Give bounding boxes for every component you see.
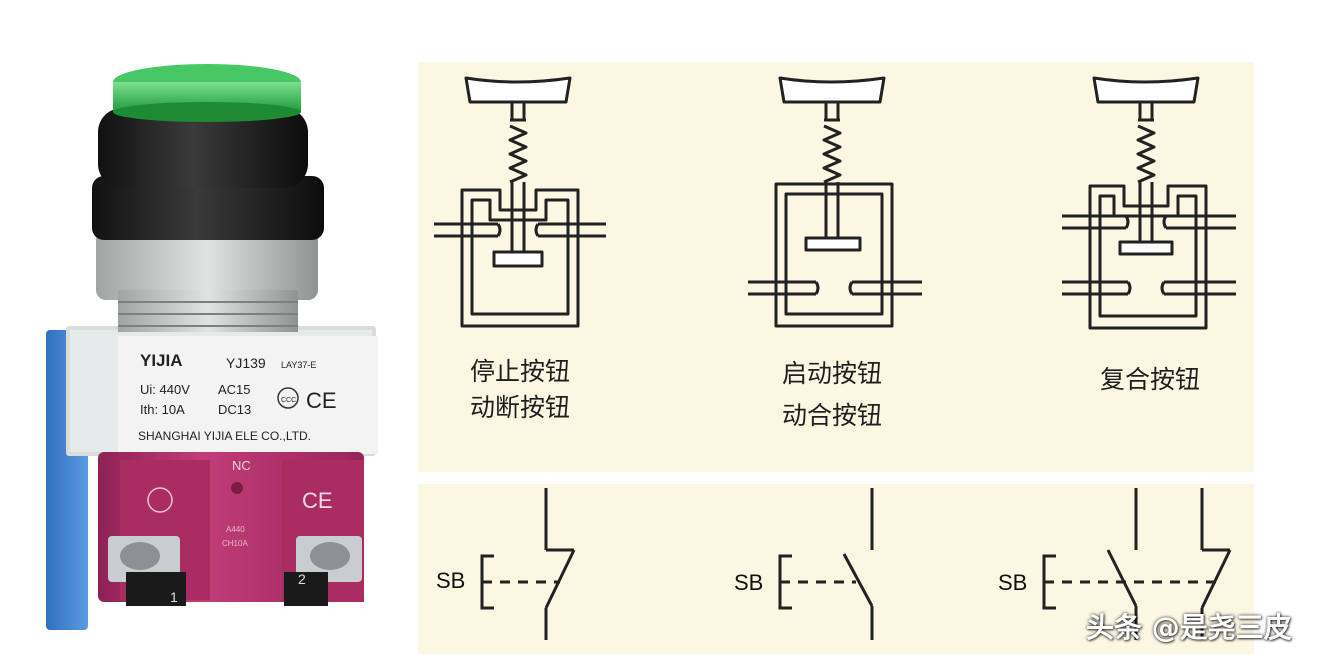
model-code-text: LAY37-E — [281, 360, 316, 370]
ce-mark-text: CE — [306, 388, 337, 413]
rating-ui-text: Ui: 440V — [140, 382, 190, 397]
rating-dc-text: DC13 — [218, 402, 251, 417]
start-symbol-label: SB — [734, 570, 764, 595]
stop-button-caption: 停止按钮 动断按钮 — [430, 354, 610, 426]
watermark-text: 头条 @是尧三皮 — [1086, 611, 1292, 644]
manufacturer-text: SHANGHAI YIJIA ELE CO.,LTD. — [138, 429, 311, 443]
bottom-symbol-panel — [418, 484, 1254, 654]
pushbutton-product-photo: YIJIA YJ139 LAY37-E Ui: 440V AC15 Ith: 1… — [46, 64, 378, 630]
grey-housing-block — [66, 326, 378, 456]
stop-symbol-label: SB — [436, 568, 466, 593]
stop-button-subtitle: 动断按钮 — [469, 393, 570, 422]
compound-button-caption: 复合按钮 — [1060, 362, 1240, 398]
nc-label: NC — [232, 458, 251, 473]
terminal-1-label: 1 — [170, 589, 178, 605]
compound-button-structure-diagram — [1062, 76, 1236, 330]
start-button-caption: 启动按钮 动合按钮 — [742, 356, 922, 434]
brand-text: YIJIA — [140, 351, 183, 370]
compound-button-circuit-symbol — [1042, 488, 1232, 640]
start-button-subtitle: 动合按钮 — [781, 401, 882, 430]
rating-ith-text: Ith: 10A — [140, 402, 185, 417]
green-button-head[interactable] — [113, 64, 301, 122]
rating-ac-text: AC15 — [218, 382, 251, 397]
nameplate: YIJIA YJ139 LAY37-E Ui: 440V AC15 Ith: 1… — [138, 351, 337, 443]
black-bezel — [92, 108, 324, 240]
stop-button-title: 停止按钮 — [469, 357, 570, 386]
start-button-circuit-symbol — [778, 488, 874, 640]
ce-mark-block: CE — [302, 488, 333, 513]
start-button-title: 启动按钮 — [781, 359, 882, 388]
compound-button-title: 复合按钮 — [1099, 365, 1200, 394]
model-text: YJ139 — [226, 355, 266, 371]
screw-terminals: 1 2 — [108, 536, 362, 606]
stop-button-structure-diagram — [434, 76, 606, 328]
start-button-structure-diagram — [748, 76, 922, 328]
stop-button-circuit-symbol — [480, 488, 576, 640]
block-text-2: CH10A — [222, 539, 248, 548]
terminal-2-label: 2 — [298, 571, 306, 587]
compound-symbol-label: SB — [998, 570, 1028, 595]
threaded-collar — [96, 230, 318, 332]
block-text-1: A440 — [226, 525, 245, 534]
ccc-mark-text: CCC — [281, 397, 296, 404]
